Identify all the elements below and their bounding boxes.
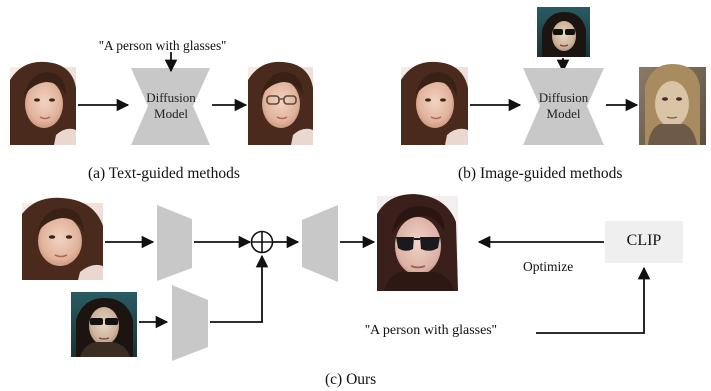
diffusion-model-block-a <box>131 68 210 145</box>
arrow-c-prompt-to-clip <box>536 266 651 334</box>
decoder-block <box>302 205 338 282</box>
panel-b-model-label: Diffusion Model <box>523 90 604 122</box>
diffusion-model-block-b <box>523 68 604 145</box>
panel-a-model-label-line1: Diffusion <box>146 90 196 105</box>
input-face-image-c <box>22 197 103 280</box>
panel-b-model-label-line1: Diffusion <box>538 90 589 105</box>
panel-c-caption: (c) Ours <box>325 371 377 388</box>
panel-a-model-label-line2: Model <box>154 106 188 121</box>
arrow-c-style-to-combine <box>210 254 269 323</box>
clip-block <box>605 221 683 263</box>
output-face-with-glasses-a <box>248 61 313 145</box>
optimize-label: Optimize <box>523 259 574 274</box>
panel-a-caption: (a) Text-guided methods <box>88 165 240 182</box>
output-face-with-sunglasses-c <box>377 194 458 291</box>
content-encoder-block <box>157 205 192 281</box>
clip-label: CLIP <box>626 232 662 249</box>
input-face-image-b <box>401 61 468 145</box>
panel-c-text-prompt: ''A person with glasses'' <box>365 323 497 338</box>
style-encoder-block <box>172 285 208 361</box>
output-face-image-b <box>639 64 706 145</box>
panel-b-caption: (b) Image-guided methods <box>458 165 623 182</box>
panel-b-model-label-line2: Model <box>546 106 581 121</box>
panel-a-model-label: Diffusion Model <box>131 90 211 122</box>
panel-a-text-prompt: ''A person with glasses'' <box>99 38 227 53</box>
feature-combine-operator <box>250 230 274 254</box>
reference-image-c <box>71 292 137 357</box>
input-face-image-a <box>10 61 76 145</box>
reference-image-b <box>537 7 590 57</box>
